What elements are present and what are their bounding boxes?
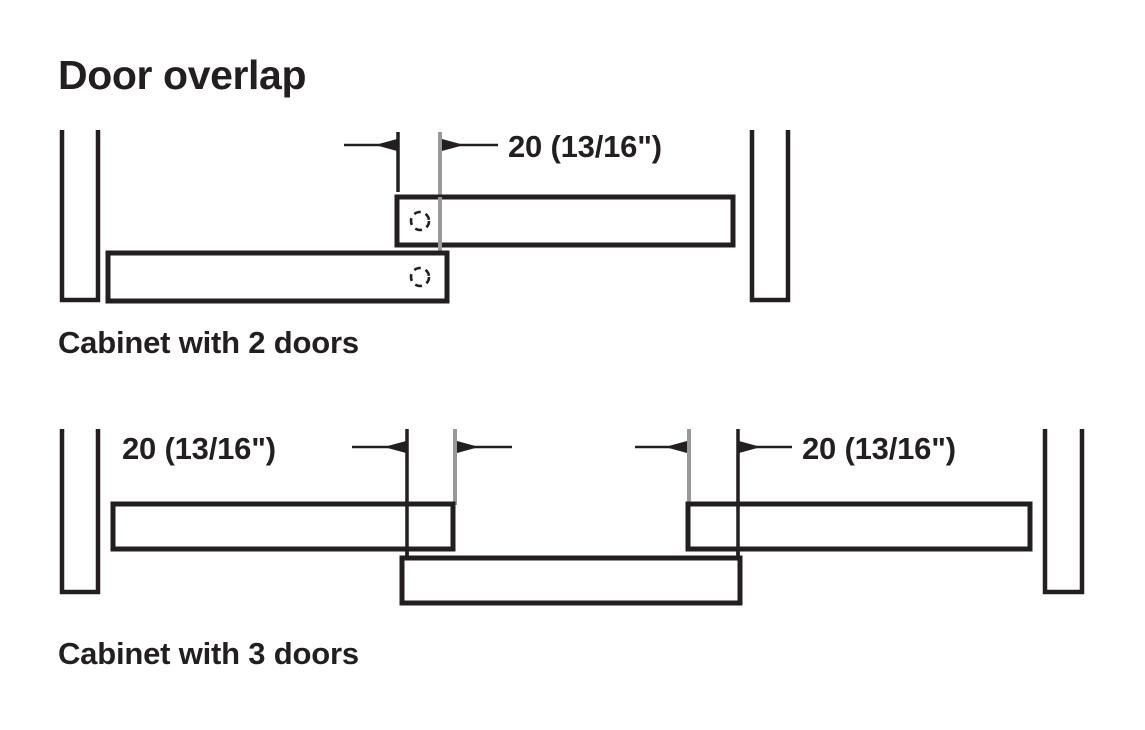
right-door bbox=[685, 501, 1033, 552]
right-side-panel bbox=[749, 130, 791, 303]
caption-cabinet-2-doors: Cabinet with 2 doors bbox=[58, 325, 359, 360]
upper-door bbox=[394, 194, 736, 248]
left-side-panel bbox=[59, 429, 101, 595]
left-door bbox=[110, 501, 456, 552]
hinge-marker-upper-door bbox=[409, 210, 431, 232]
lower-door bbox=[105, 250, 450, 304]
right-side-panel bbox=[1042, 429, 1085, 595]
cabinet-3-doors-diagram: 20 (13/16") 20 (13/16") bbox=[59, 429, 1085, 606]
center-door bbox=[399, 555, 743, 606]
page-title: Door overlap bbox=[58, 52, 307, 98]
dimension-label-overlap-left: 20 (13/16") bbox=[122, 431, 276, 466]
caption-cabinet-3-doors: Cabinet with 3 doors bbox=[58, 636, 359, 671]
hinge-marker-lower-door bbox=[409, 266, 431, 288]
dimension-label-overlap: 20 (13/16") bbox=[508, 129, 662, 164]
cabinet-2-doors-diagram: 20 (13/16") bbox=[59, 129, 791, 304]
dimension-label-overlap-right: 20 (13/16") bbox=[802, 431, 956, 466]
left-side-panel bbox=[59, 130, 101, 303]
